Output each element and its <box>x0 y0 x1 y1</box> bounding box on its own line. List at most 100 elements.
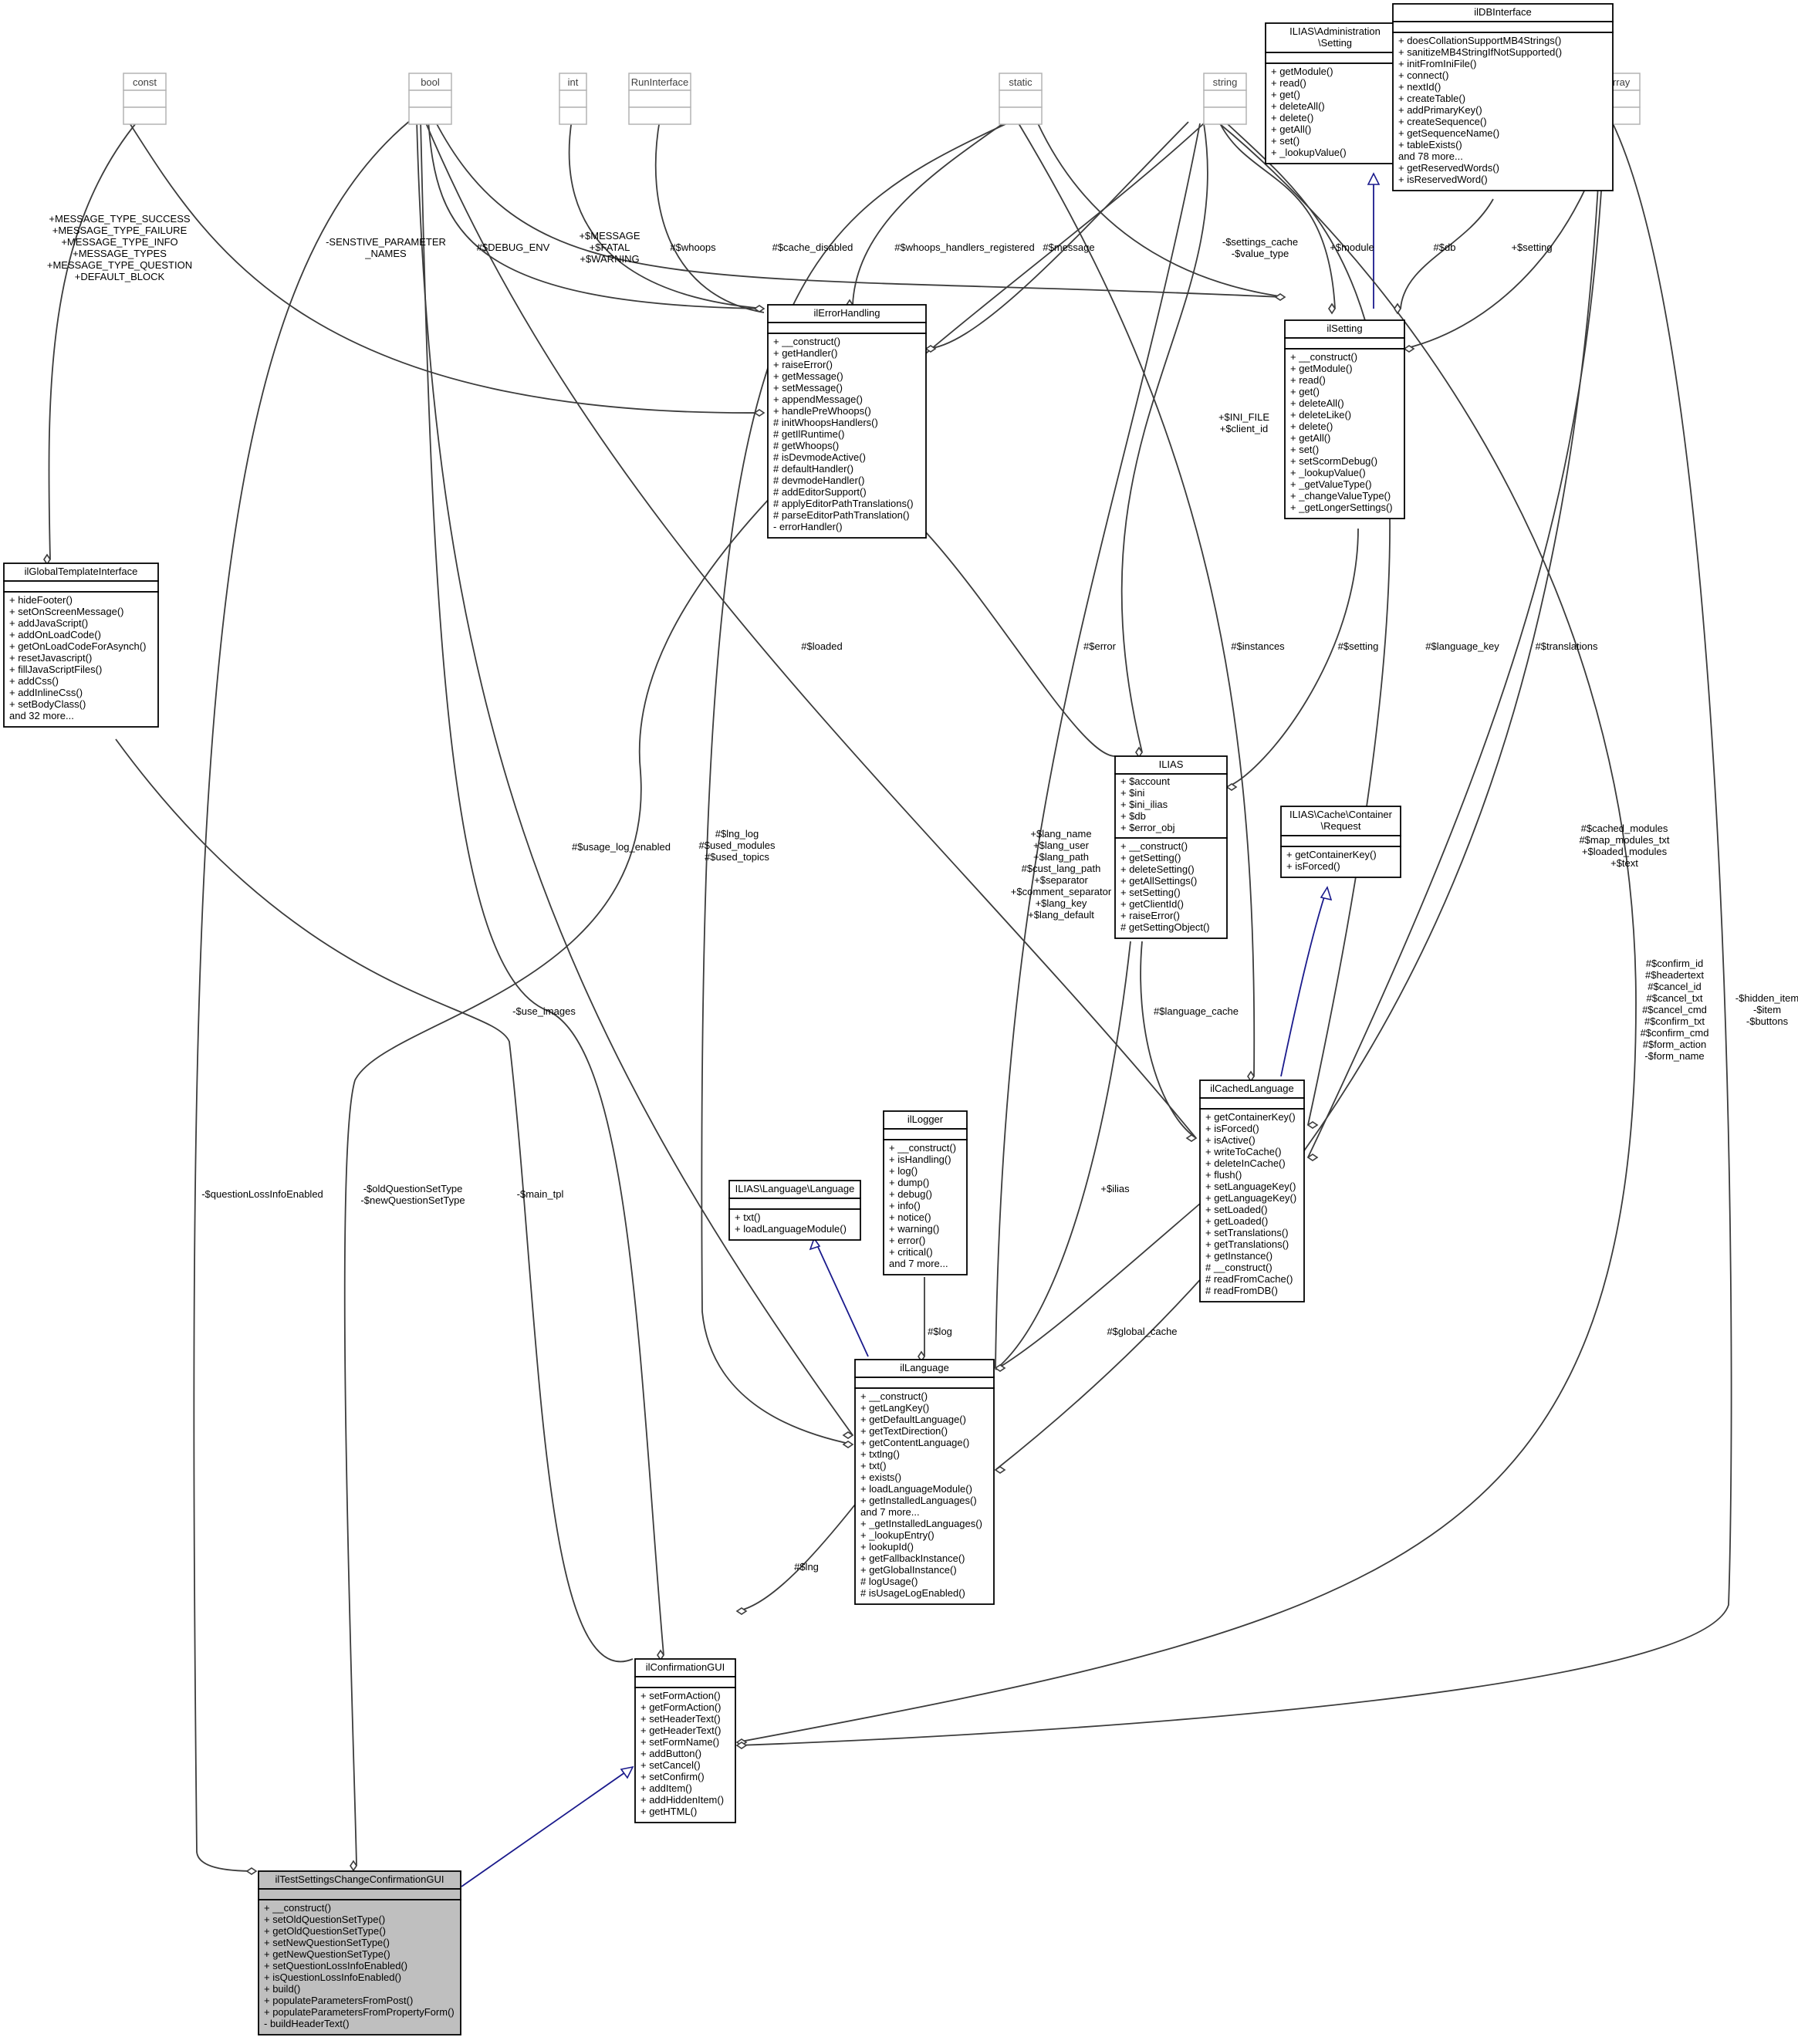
class-member: + setNewQuestionSetType() <box>264 1937 390 1948</box>
type-node-label: int <box>568 76 579 88</box>
class-member: + getContainerKey() <box>1205 1111 1296 1123</box>
class-member: + tableExists() <box>1398 139 1462 150</box>
class-member: + getTextDirection() <box>860 1425 948 1437</box>
class-member: + log() <box>889 1165 918 1177</box>
class-member: + read() <box>1271 77 1306 89</box>
class-member: + loadLanguageModule() <box>735 1223 847 1235</box>
diamond-setting-3 <box>1394 302 1401 315</box>
edge-label-lng_log: #$used_modules <box>698 840 776 851</box>
class-member: # logUsage() <box>860 1576 918 1587</box>
edge-label-lang_strings: +$lang_default <box>1028 909 1094 921</box>
class-member: + deleteLike() <box>1290 409 1351 421</box>
edge-label-whoops: #$whoops <box>670 242 716 253</box>
edge-label-lang_strings: +$comment_separator <box>1011 886 1112 897</box>
class-member: + deleteSetting() <box>1120 863 1195 875</box>
edge-label-confirm_strings: #$cancel_id <box>1648 981 1701 992</box>
class-member: + txt() <box>735 1211 761 1223</box>
class-member: # isDevmodeActive() <box>773 451 866 463</box>
class-member: + __construct() <box>1120 840 1188 852</box>
diamond-cached-4 <box>1306 1154 1319 1161</box>
edge-label-lang_strings: +$lang_key <box>1036 897 1087 909</box>
class-title: ilCachedLanguage <box>1210 1083 1293 1094</box>
class-member: + getContainerKey() <box>1286 849 1377 860</box>
edge-db-setting <box>1400 198 1494 309</box>
edge-label-confirm_strings: #$cancel_cmd <box>1642 1004 1707 1015</box>
class-member: + getClientId() <box>1120 898 1184 910</box>
edge-static-errorhandling <box>852 123 1004 306</box>
edge-label-use_images: -$use_images <box>512 1005 576 1017</box>
edge-label-module: +$module <box>1330 242 1374 253</box>
class-member: + setMessage() <box>773 382 843 394</box>
type-node-label: static <box>1009 76 1032 88</box>
class-member: + hideFooter() <box>9 594 73 606</box>
class-node-admin_setting: ILIAS\Administration\Setting+ getModule(… <box>1265 22 1405 164</box>
class-member: + warning() <box>889 1223 939 1235</box>
class-member: + setQuestionLossInfoEnabled() <box>264 1960 407 1971</box>
type-node-const: const <box>123 73 167 125</box>
edge-label-question_loss: -$questionLossInfoEnabled <box>201 1188 323 1200</box>
class-member: + getHeaderText() <box>640 1725 721 1736</box>
edge-label-global_cache: #$global_cache <box>1107 1326 1177 1337</box>
edge-label-confirm_strings: #$headertext <box>1645 969 1704 981</box>
class-member: + getNewQuestionSetType() <box>264 1948 390 1960</box>
edge-label-cached_modules: #$map_modules_txt <box>1579 834 1669 846</box>
class-member: + setScormDebug() <box>1290 455 1377 467</box>
edge-test-confirmation <box>461 1766 634 1887</box>
edge-label-const_global: +MESSAGE_TYPE_INFO <box>61 236 177 248</box>
edge-bool-confirmation <box>420 119 664 1656</box>
class-member: + fillJavaScriptFiles() <box>9 664 102 675</box>
edge-language-iface <box>813 1238 869 1357</box>
diamond-cached-3 <box>1306 1121 1319 1129</box>
class-title: ilLanguage <box>900 1362 949 1373</box>
class-node-cachedlanguage: ilCachedLanguage+ getContainerKey()+ isF… <box>1199 1079 1305 1302</box>
class-member: # getWhoops() <box>773 440 839 451</box>
class-member: # devmodeHandler() <box>773 475 865 486</box>
edge-string-cached <box>1226 123 1391 1126</box>
edge-static-setting <box>1037 123 1286 298</box>
class-member: + error() <box>889 1235 925 1246</box>
class-member: and 32 more... <box>9 710 74 721</box>
class-member: + addHiddenItem() <box>640 1794 724 1806</box>
class-attribute: + $db <box>1120 810 1146 822</box>
type-node-bool: bool <box>408 73 452 125</box>
class-member: + addInlineCss() <box>9 687 83 698</box>
class-member: + getSetting() <box>1120 852 1181 863</box>
class-member: # addEditorSupport() <box>773 486 867 498</box>
class-member: + _lookupValue() <box>1271 147 1347 158</box>
class-member: # __construct() <box>1205 1262 1272 1273</box>
type-node-int: int <box>559 73 587 125</box>
class-member: + isForced() <box>1286 860 1340 872</box>
edge-labels: +MESSAGE_TYPE_SUCCESS+MESSAGE_TYPE_FAILU… <box>47 213 1798 1573</box>
diamond-language-2 <box>842 1441 854 1448</box>
edge-label-ini_file: +$client_id <box>1220 423 1269 434</box>
class-member: + getLangKey() <box>860 1402 929 1414</box>
class-title: ilGlobalTemplateInterface <box>25 566 138 577</box>
class-member: + getGlobalInstance() <box>860 1564 957 1576</box>
edge-label-lang_strings: +$lang_path <box>1033 851 1089 863</box>
class-member: + dump() <box>889 1177 929 1188</box>
edge-static-language <box>701 123 1008 1445</box>
class-member: + txtlng() <box>860 1448 900 1460</box>
edge-bool-language <box>416 119 853 1436</box>
edge-label-main_tpl: -$main_tpl <box>517 1188 564 1200</box>
type-node-label: string <box>1213 76 1238 88</box>
class-member: + setLoaded() <box>1205 1204 1268 1215</box>
class-member: + setHeaderText() <box>640 1713 721 1725</box>
inheritance-markers <box>620 172 1381 1779</box>
class-member: + set() <box>1290 444 1319 455</box>
class-member: + getTranslations() <box>1205 1238 1289 1250</box>
class-member: + connect() <box>1398 69 1448 81</box>
class-member: + getLanguageKey() <box>1205 1192 1296 1204</box>
class-member: + lookupId() <box>860 1541 914 1552</box>
diamond-test-2 <box>350 1860 357 1872</box>
class-member: + getModule() <box>1290 363 1353 374</box>
class-member: + isActive() <box>1205 1134 1256 1146</box>
class-member: + getAll() <box>1271 123 1311 135</box>
class-member: + writeToCache() <box>1205 1146 1282 1157</box>
edge-label-ini_file: +$INI_FILE <box>1218 411 1269 423</box>
class-title: ILIAS <box>1159 758 1184 770</box>
edge-label-confirm_strings: #$confirm_txt <box>1644 1015 1705 1027</box>
class-member: + getFallbackInstance() <box>860 1552 965 1564</box>
edge-label-lang_strings: +$lang_user <box>1033 840 1090 851</box>
